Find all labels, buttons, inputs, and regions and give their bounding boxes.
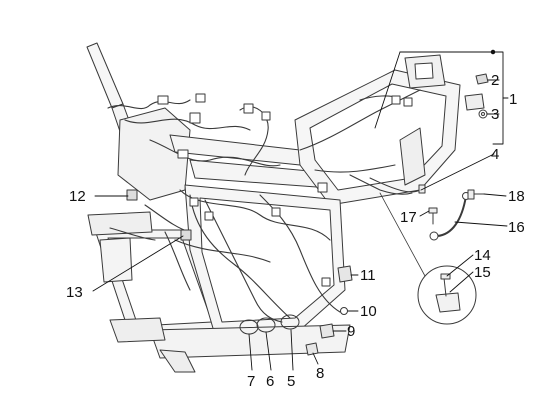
part-18-bolt [467,189,485,200]
part-8-clip [305,342,319,356]
part-10-grommet [340,307,348,315]
callout-16: 16 [508,219,525,236]
callout-5: 5 [287,373,295,390]
callout-17: 17 [400,209,417,226]
detail-zoom-circle [379,192,477,325]
part-3-grommet [478,109,488,119]
callout-6: 6 [266,373,274,390]
wiring-harness [107,89,421,323]
part-16-ground-strap [429,192,470,241]
callout-9: 9 [347,323,355,340]
callout-labels: 1 2 3 4 5 6 7 8 9 10 11 12 13 14 15 16 1… [66,72,525,390]
callout-13: 13 [66,284,83,301]
part-17-bolt [428,207,438,225]
part-5-cable-tie [280,314,300,330]
callout-10: 10 [360,303,377,320]
callout-4: 4 [491,146,499,163]
part-2-connector [475,73,489,85]
callout-8: 8 [316,365,324,382]
leader-lines [92,49,509,371]
callout-12: 12 [69,188,86,205]
callout-1: 1 [509,91,517,108]
callout-2: 2 [491,72,499,89]
part-1-relay-box [464,93,485,111]
callout-11: 11 [360,267,376,284]
callout-7: 7 [247,373,255,390]
callout-14: 14 [474,247,491,264]
part-9-clip [319,323,335,339]
harness-connectors [126,93,413,287]
callout-3: 3 [491,106,499,123]
callout-15: 15 [474,264,491,281]
part-4-cable [369,177,426,194]
scooter-frame [86,42,461,373]
callout-18: 18 [508,188,525,205]
part-11-clip [337,265,353,283]
